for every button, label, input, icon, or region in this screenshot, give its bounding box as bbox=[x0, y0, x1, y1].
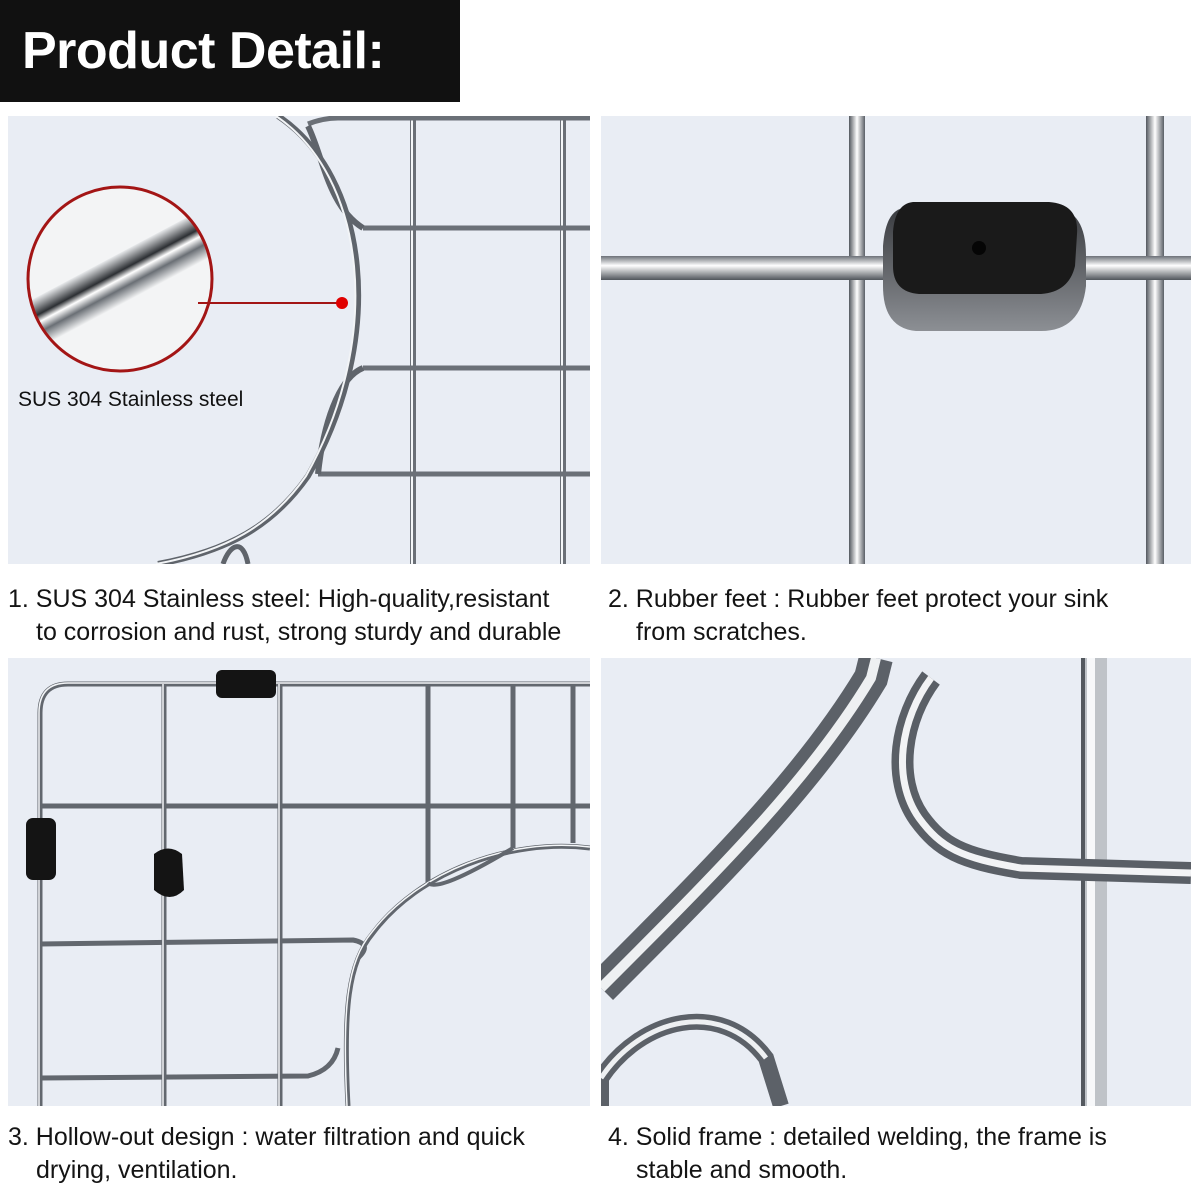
caption-line: drying, ventilation. bbox=[36, 1156, 238, 1184]
caption-line: stable and smooth. bbox=[636, 1156, 848, 1184]
page-title: Product Detail: bbox=[22, 22, 385, 80]
caption-line: 4. Solid frame : detailed welding, the f… bbox=[608, 1123, 1107, 1151]
wire-grid-image-1 bbox=[26, 116, 590, 564]
caption-line: to corrosion and rust, strong sturdy and… bbox=[36, 618, 562, 646]
panel-rubber-feet bbox=[601, 116, 1191, 564]
caption-hollow-out: 3. Hollow-out design : water filtration … bbox=[8, 1121, 593, 1187]
caption-stainless-steel: 1. SUS 304 Stainless steel: High-quality… bbox=[8, 583, 593, 649]
panel-hollow-out bbox=[8, 658, 590, 1106]
wire-grid-image-3 bbox=[26, 670, 590, 1106]
header-banner: Product Detail: bbox=[0, 0, 460, 102]
rubber-foot-image bbox=[601, 116, 1191, 564]
caption-rubber-feet: 2. Rubber feet : Rubber feet protect you… bbox=[608, 583, 1193, 649]
caption-line: 2. Rubber feet : Rubber feet protect you… bbox=[608, 585, 1109, 613]
welded-frame-image bbox=[601, 658, 1191, 1106]
caption-line: 3. Hollow-out design : water filtration … bbox=[8, 1123, 525, 1151]
callout-label: SUS 304 Stainless steel bbox=[18, 388, 244, 411]
caption-solid-frame: 4. Solid frame : detailed welding, the f… bbox=[608, 1121, 1193, 1187]
panel-solid-frame bbox=[601, 658, 1191, 1106]
caption-line: 1. SUS 304 Stainless steel: High-quality… bbox=[8, 585, 550, 613]
caption-line: from scratches. bbox=[636, 618, 807, 646]
panel-stainless-steel: SUS 304 Stainless steel bbox=[8, 116, 590, 564]
